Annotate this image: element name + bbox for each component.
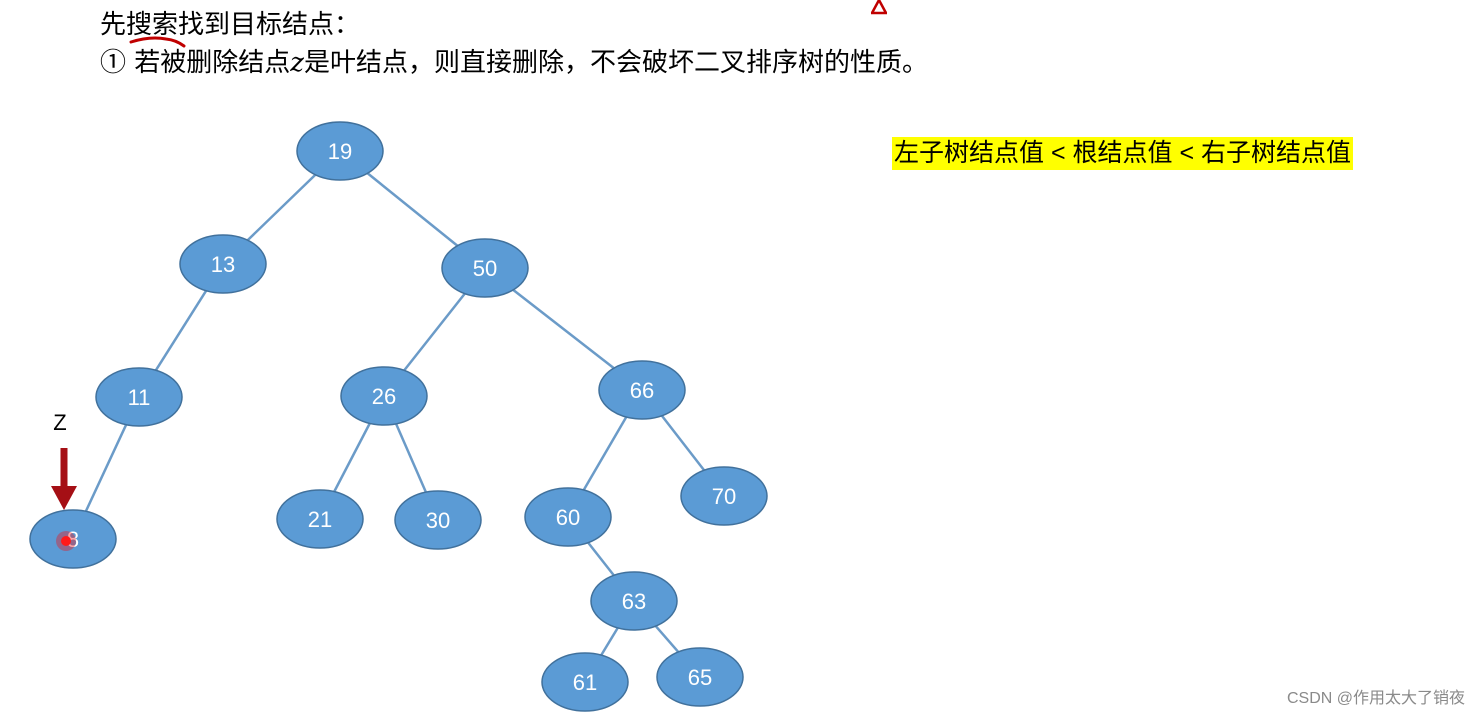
tree-node-11: 11 [95,367,183,427]
leaf-deletion-rule: ① 若被删除结点z是叶结点，则直接删除，不会破坏二叉排序树的性质。 [100,48,928,78]
tree-edges [84,172,706,656]
tree-edge-66-60 [582,416,628,491]
tree-node-66: 66 [598,360,686,420]
tree-node-ellipse [598,360,686,420]
tree-node-ellipse [29,509,117,569]
tree-node-65: 65 [656,647,744,707]
tree-node-60: 60 [524,487,612,547]
tree-node-label: 8 [67,527,79,552]
tree-edge-26-30 [394,423,428,493]
tree-node-label: 63 [622,589,646,614]
tree-node-ellipse [524,487,612,547]
tree-node-ellipse [179,234,267,294]
line2-suffix: 是叶结点，则直接删除，不会破坏二叉排序树的性质。 [303,48,928,78]
tree-nodes: 19 13 50 11 8 26 66 21 30 60 70 63 61 65 [29,121,768,712]
cursor-pointer-icon [56,531,76,551]
tree-node-label: 26 [372,384,396,409]
tree-node-ellipse [656,647,744,707]
tree-node-ellipse [394,490,482,550]
tree-node-ellipse [441,238,529,298]
line1-suffix: 找到目标结点： [178,10,361,40]
tree-edge-63-61 [600,627,619,656]
tree-node-label: 13 [211,252,235,277]
tree-node-ellipse [680,466,768,526]
tree-node-ellipse [95,367,183,427]
tree-edge-50-26 [403,292,466,372]
tree-node-ellipse [541,652,629,712]
tree-edge-60-63 [587,541,615,577]
tree-edge-66-70 [660,414,706,472]
tree-node-label: 50 [473,256,497,281]
tree-node-26: 26 [340,366,428,426]
tree-edge-19-50 [366,172,459,247]
tree-edge-13-11 [154,290,208,371]
variable-z: z [290,48,304,78]
tree-node-30: 30 [394,490,482,550]
handwritten-underline [129,36,186,48]
tree-node-label: 19 [328,139,352,164]
tree-node-21: 21 [276,489,364,549]
tree-node-50: 50 [441,238,529,298]
tree-node-63: 63 [590,571,678,631]
tree-node-label: 70 [712,484,736,509]
tree-node-70: 70 [680,466,768,526]
tree-node-ellipse [276,489,364,549]
tree-node-label: 21 [308,507,332,532]
pointer-z-label: Z [53,410,66,435]
tree-node-19: 19 [296,121,384,181]
tree-node-label: 11 [128,385,151,410]
tree-node-ellipse [296,121,384,181]
tree-node-label: 61 [573,670,597,695]
tree-edge-26-21 [333,422,371,493]
search-instruction: 先搜索找到目标结点： [100,10,360,40]
pointer-down-arrow-icon [51,448,77,510]
tree-node-label: 60 [556,505,580,530]
tree-edge-11-8 [84,424,128,512]
tree-node-ellipse [590,571,678,631]
tree-node-61: 61 [541,652,629,712]
tree-node-label: 30 [426,508,450,533]
tree-node-13: 13 [179,234,267,294]
tree-node-ellipse [340,366,428,426]
annotation-triangle-mark [870,0,888,15]
tree-node-label: 65 [688,665,712,690]
tree-edge-19-13 [246,173,317,242]
tree-node-label: 66 [630,378,654,403]
tree-edge-63-65 [654,625,680,653]
line2-prefix: ① 若被删除结点 [100,48,291,78]
search-emphasis: 搜索 [126,10,179,40]
csdn-watermark: CSDN @作用太大了销夜 [1286,690,1465,707]
line1-prefix: 先 [100,10,127,40]
tree-node-8: 8 [29,509,117,569]
bst-property-highlight: 左子树结点值 < 根结点值 < 右子树结点值 [892,137,1353,170]
tree-edge-50-66 [512,288,615,370]
